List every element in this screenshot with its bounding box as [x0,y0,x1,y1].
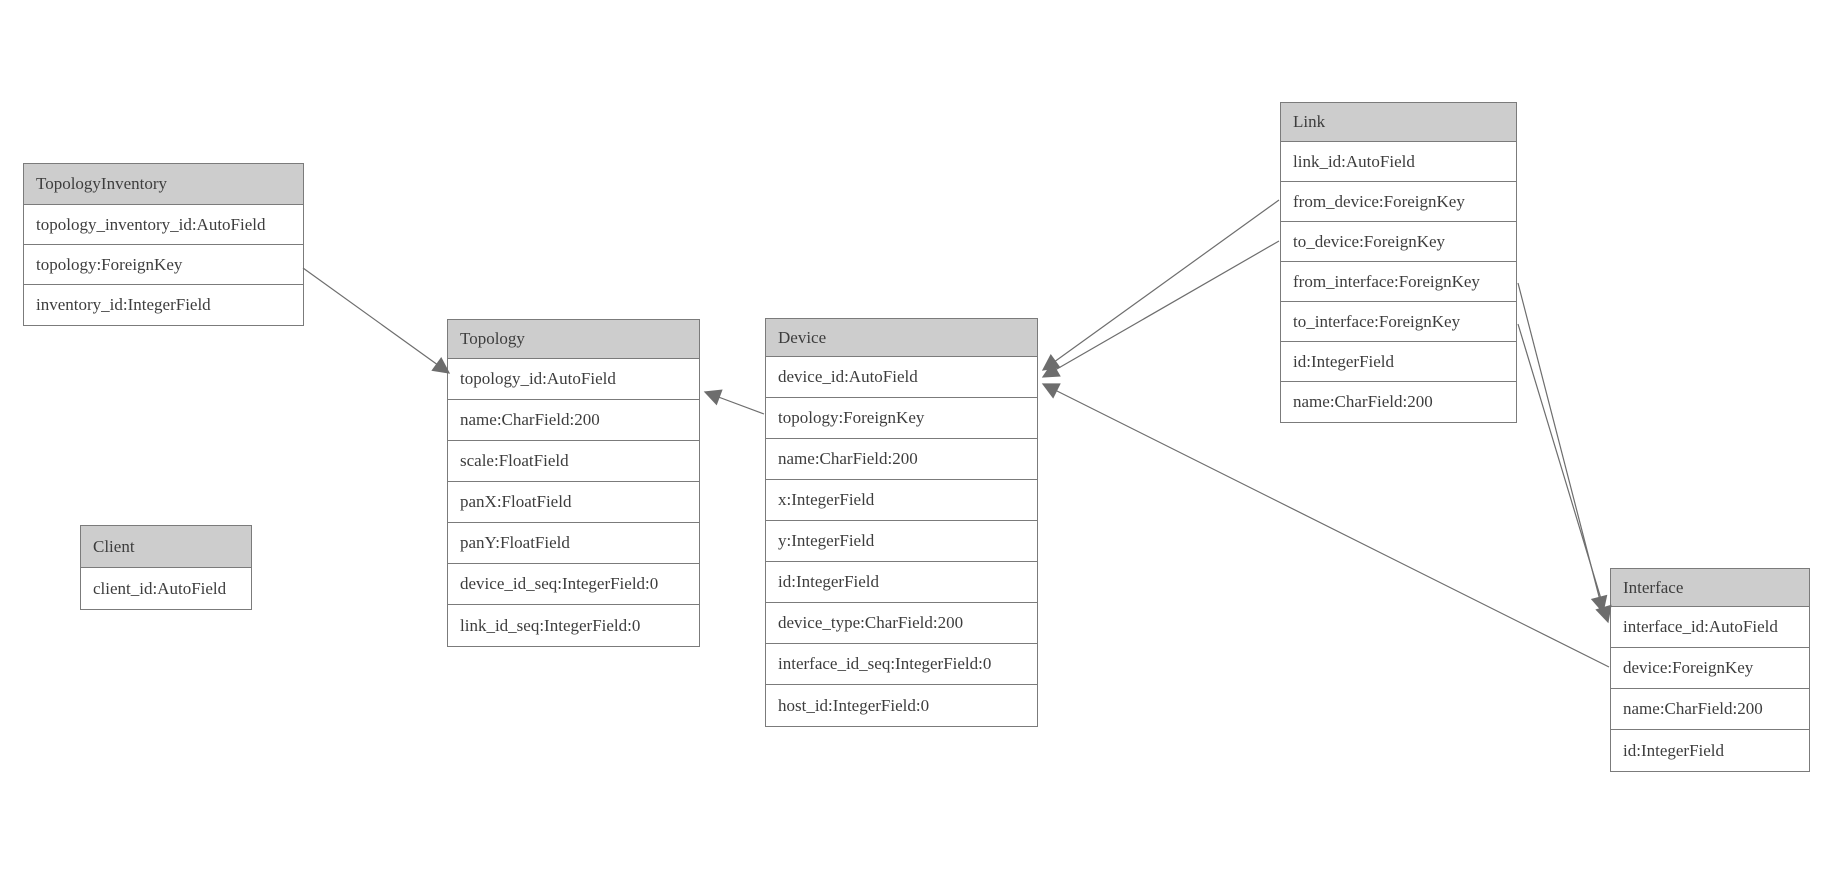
entity-field: topology_inventory_id:AutoField [24,205,303,245]
entity-field: topology:ForeignKey [766,398,1037,439]
entity-field: id:IntegerField [1623,740,1725,760]
entity-field: device_id:AutoField [766,357,1037,398]
entity-field: panY:FloatField [448,523,699,564]
entity-field: topology_id:AutoField [448,359,699,400]
entity-field: scale:FloatField [448,441,699,482]
edge-topologyinventory-topology [302,267,451,374]
entity-client: Client client_id:AutoField [80,525,252,610]
entity-field: name:CharField:200 [1293,392,1433,411]
entity-title: Topology [448,320,699,359]
entity-field: panX:FloatField [448,482,699,523]
entity-field: topology:ForeignKey [24,245,303,285]
entity-field: host_id:IntegerField:0 [778,695,930,715]
entity-title: Device [766,319,1037,357]
entity-field: interface_id:AutoField [1611,607,1809,648]
entity-field: interface_id_seq:IntegerField:0 [766,644,1037,685]
entity-field: link_id_seq:IntegerField:0 [460,615,641,635]
edge-device-topology [703,389,765,415]
entity-title: Link [1281,103,1516,142]
edge-interface-device-device [1041,383,1610,668]
entity-field: x:IntegerField [766,480,1037,521]
entity-field: inventory_id:IntegerField [36,295,211,314]
entity-field: link_id:AutoField [1281,142,1516,182]
entity-title: Interface [1611,569,1809,607]
entity-field: id:IntegerField [1281,342,1516,382]
edge-link-to-interface-interface [1517,323,1612,624]
entity-field: device_id_seq:IntegerField:0 [448,564,699,605]
entity-field: id:IntegerField [766,562,1037,603]
entity-field: name:CharField:200 [448,400,699,441]
entity-field: y:IntegerField [766,521,1037,562]
entity-field: name:CharField:200 [1611,689,1809,730]
entity-field: from_device:ForeignKey [1281,182,1516,222]
entity-field: to_device:ForeignKey [1281,222,1516,262]
entity-field: name:CharField:200 [766,439,1037,480]
entity-field: from_interface:ForeignKey [1281,262,1516,302]
entity-field: device:ForeignKey [1611,648,1809,689]
edge-link-to-device-device [1041,240,1280,378]
edge-link-from-device-device [1041,199,1280,371]
entity-field: client_id:AutoField [93,578,227,598]
entity-title: Client [81,526,251,568]
entity-field: to_interface:ForeignKey [1281,302,1516,342]
entity-field: device_type:CharField:200 [766,603,1037,644]
edge-link-from-interface-interface [1517,282,1608,614]
entity-title: TopologyInventory [24,164,303,205]
